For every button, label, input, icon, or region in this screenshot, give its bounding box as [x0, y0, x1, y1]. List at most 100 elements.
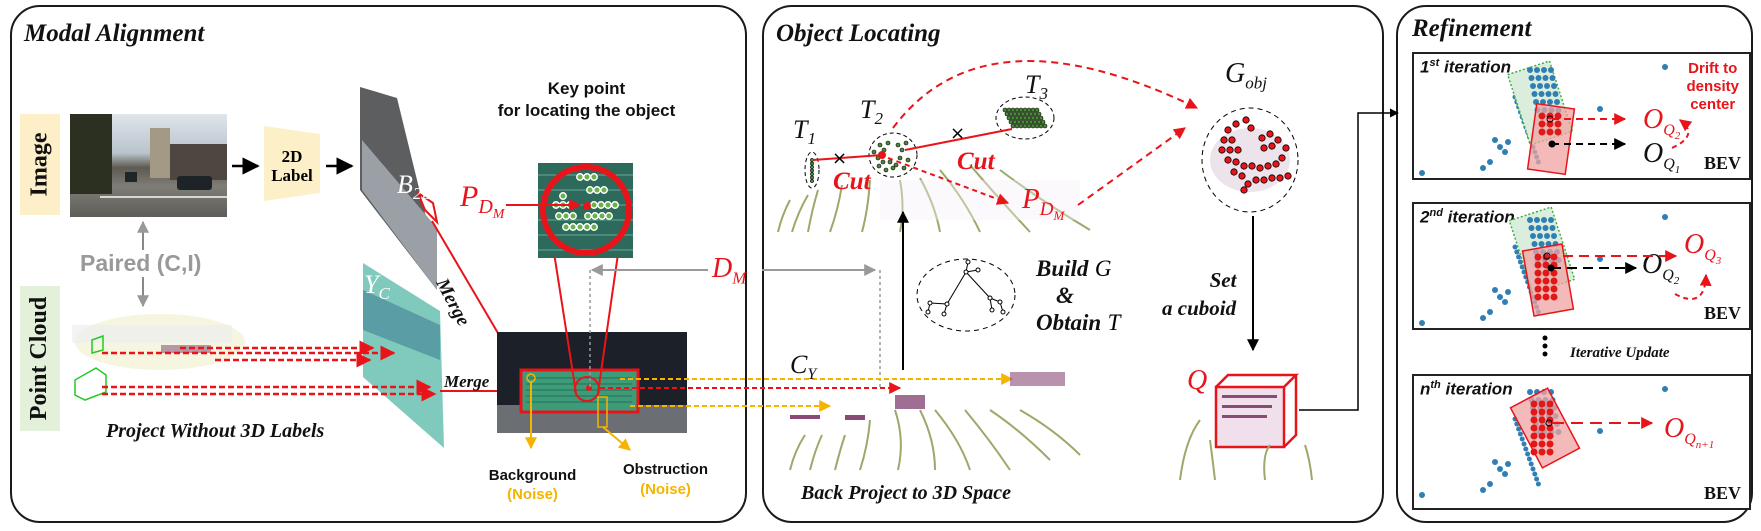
obstruction-noise: (Noise) — [640, 481, 691, 498]
bev-point — [1497, 144, 1503, 150]
o-q2-red: OQ2 — [1643, 104, 1681, 142]
in-box-point — [1546, 120, 1554, 128]
iteration-2-label: 2nd iteration — [1420, 207, 1515, 227]
in-box-point — [1534, 277, 1542, 285]
dm-label: DM — [712, 253, 747, 288]
pdm-to-gobj-arrow — [1077, 127, 1186, 206]
car-point — [1548, 217, 1554, 223]
tree-dot — [876, 163, 882, 169]
tree-dot — [905, 157, 911, 163]
bev-point — [1505, 461, 1511, 467]
car-point — [1541, 67, 1547, 73]
car-point — [1551, 233, 1557, 239]
car-point — [1531, 91, 1538, 97]
in-box-point — [1550, 293, 1558, 301]
in-box-point — [1530, 448, 1538, 456]
bev-point — [1597, 256, 1603, 262]
keypoint-dot — [590, 223, 598, 231]
q-label: Q — [1187, 365, 1208, 396]
bev-point — [1532, 471, 1538, 477]
cuboid-to-refinement-arrow — [1299, 108, 1399, 411]
graph-tree-ellipse — [916, 258, 1016, 332]
car-point — [1527, 389, 1533, 395]
bev-point — [1662, 64, 1668, 70]
background-noise: (Noise) — [507, 486, 558, 503]
object-locating-title: Object Locating — [776, 20, 941, 47]
in-box-point — [1554, 128, 1562, 136]
in-box-point — [1534, 285, 1542, 293]
bev-point — [1480, 165, 1486, 171]
bev-point — [1487, 159, 1493, 165]
in-box-point — [1542, 269, 1550, 277]
bev-label-2: BEV — [1703, 303, 1741, 323]
t2-to-pdm-arrow — [887, 157, 1010, 205]
tree-dot — [897, 155, 903, 161]
in-box-point — [1538, 432, 1546, 440]
iterative-update-label: Iterative Update — [1570, 345, 1670, 361]
bev-point — [1502, 149, 1508, 155]
in-box-point — [1538, 440, 1546, 448]
car-point — [1541, 217, 1547, 223]
merged-box — [519, 368, 640, 414]
cut-label-1: Cut — [833, 168, 871, 195]
bev-label-1: BEV — [1703, 153, 1741, 173]
bev-point — [1502, 471, 1508, 477]
bev-point — [1505, 139, 1511, 145]
bev-point — [1662, 214, 1668, 220]
car-point — [1528, 75, 1535, 81]
tree-dot — [1040, 119, 1046, 125]
background-label: Background — [488, 467, 577, 484]
gobj-node — [1252, 176, 1260, 184]
gobj-node — [1238, 172, 1246, 180]
in-box-point — [1554, 120, 1562, 128]
tree-dot — [1034, 107, 1040, 113]
in-box-point — [1538, 112, 1546, 120]
bev-point — [1523, 446, 1529, 452]
bev-point — [1516, 426, 1522, 432]
iteration-1-label: 1st iteration — [1420, 57, 1512, 77]
gobj-node — [1228, 136, 1236, 144]
in-box-point — [1530, 440, 1538, 448]
ellipsis-dot — [1542, 335, 1548, 341]
tree-dot — [899, 147, 905, 153]
bev-iteration-2: 2nd iteration BEV OQ3 OQ2 — [1412, 202, 1751, 330]
bev-point — [1535, 481, 1541, 487]
car-point — [1542, 225, 1549, 231]
tree-dot — [890, 165, 896, 171]
bev-iteration-n: nth iteration BEV OQn+1 — [1412, 374, 1751, 510]
keypoint-dot — [590, 173, 598, 181]
in-box-point — [1530, 424, 1538, 432]
gobj-node — [1260, 144, 1268, 152]
tree-dot — [887, 159, 893, 165]
bev-point — [1526, 456, 1532, 462]
car-point — [1537, 83, 1543, 89]
gobj-node — [1240, 162, 1248, 170]
set-cuboid-line1: Set — [1209, 268, 1237, 292]
tree-dot — [895, 142, 901, 148]
keypoint-dot — [611, 201, 619, 209]
bev-point — [1512, 244, 1518, 250]
in-box-point — [1530, 432, 1538, 440]
gobj-node — [1232, 120, 1240, 128]
gobj-node — [1220, 136, 1228, 144]
in-box-point — [1530, 400, 1538, 408]
refinement-title: Refinement — [1412, 15, 1532, 42]
bev-point — [1480, 487, 1486, 493]
bev-point — [1480, 315, 1486, 321]
car-point — [1542, 75, 1549, 81]
bev-point — [1525, 451, 1531, 457]
in-box-point — [1538, 120, 1546, 128]
gobj-node — [1268, 174, 1276, 182]
project-caption: Project Without 3D Labels — [106, 420, 325, 442]
tree-dot — [903, 140, 909, 146]
car-point — [1538, 241, 1545, 247]
b2d-box — [415, 190, 439, 226]
in-box-point — [1546, 128, 1554, 136]
car-point — [1537, 233, 1543, 239]
gobj-node — [1218, 146, 1226, 154]
graph-tree-icon — [925, 259, 1006, 317]
gobj-dots — [1218, 116, 1292, 194]
car-point — [1549, 225, 1556, 231]
